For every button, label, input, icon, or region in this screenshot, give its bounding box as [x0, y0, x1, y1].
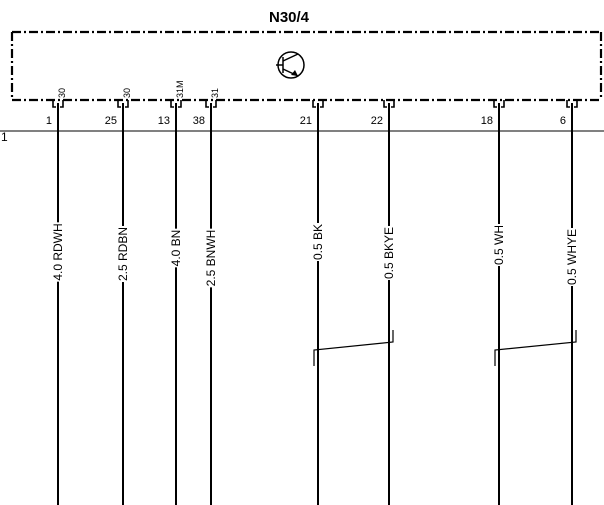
sheet-line-number: 1 [1, 130, 8, 144]
connector-tab [117, 100, 129, 108]
connector-tab [493, 100, 505, 108]
connector-tab [52, 100, 64, 108]
wire-label-bg [310, 222, 326, 262]
wire-label-bg [564, 227, 580, 287]
pin-1: 30 1 4.0 RDWH [46, 88, 67, 505]
pin-number: 1 [46, 115, 52, 127]
wire-label-bg [203, 228, 219, 288]
connector-tab [566, 100, 578, 108]
connector-tab [312, 100, 324, 108]
pin-25: 30 25 2.5 RDBN [105, 88, 132, 505]
pin-18: 18 0.5 WH [481, 100, 507, 505]
pin-22: 22 0.5 BKYE [371, 100, 397, 505]
wire-label: 2.5 RDBN [116, 227, 130, 281]
wire-label: 0.5 WH [492, 225, 506, 265]
wire-label: 0.5 BK [311, 224, 325, 260]
twisted-pair-marker [313, 330, 394, 366]
wire-label: 0.5 BKYE [382, 227, 396, 279]
pins-layer: 30 1 4.0 RDWH 30 25 2.5 RDBN 31M 13 4.0 BN 31 38 2.… [46, 80, 580, 505]
terminal-label: 30 [57, 88, 67, 98]
wire-label: 2.5 BNWH [204, 230, 218, 287]
transistor-icon [276, 51, 305, 79]
twisted-pair-marker [494, 330, 577, 366]
pin-number: 18 [481, 115, 493, 127]
wire-label-bg [491, 223, 507, 267]
pin-number: 38 [193, 115, 205, 127]
pin-38: 31 38 2.5 BNWH [193, 88, 220, 505]
pin-6: 6 0.5 WHYE [560, 100, 580, 505]
connector-tab [205, 100, 217, 108]
wire-label-bg [50, 222, 66, 282]
terminal-label: 31M [175, 80, 185, 98]
connector-tab [170, 100, 182, 108]
terminal-label: 31 [210, 88, 220, 98]
pin-number: 22 [371, 115, 383, 127]
pin-number: 6 [560, 115, 566, 127]
pin-number: 13 [158, 115, 170, 127]
pin-number: 21 [300, 115, 312, 127]
pin-number: 25 [105, 115, 117, 127]
wire-label: 4.0 BN [169, 230, 183, 267]
pin-13: 31M 13 4.0 BN [158, 80, 185, 505]
twisted-pair-layer [313, 330, 577, 366]
component-title: N30/4 [269, 9, 310, 26]
pin-21: 21 0.5 BK [300, 100, 326, 505]
terminal-label: 30 [122, 88, 132, 98]
wire-label-bg [115, 225, 131, 283]
wire-label-bg [168, 228, 184, 268]
wire-label: 4.0 RDWH [51, 223, 65, 280]
wire-label: 0.5 WHYE [565, 229, 579, 285]
wire-label-bg [381, 225, 397, 281]
component-box [10, 30, 603, 102]
connector-tab [383, 100, 395, 108]
